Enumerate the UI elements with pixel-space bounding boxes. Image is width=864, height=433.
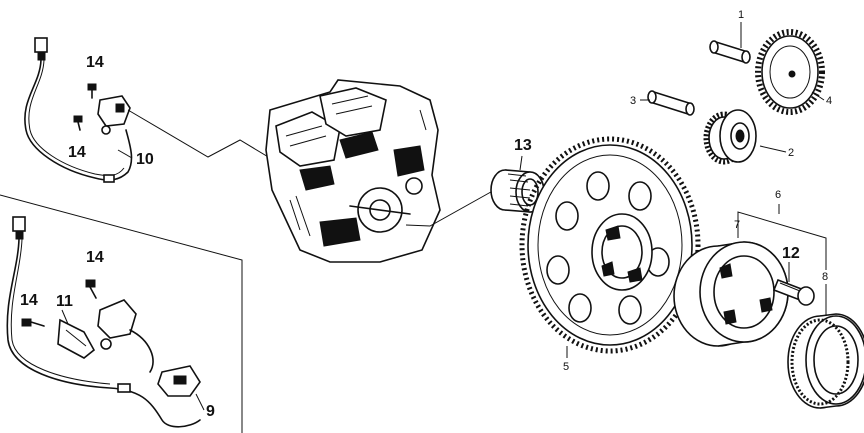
- shaft-pin-icon: [709, 40, 751, 64]
- callout-1: 1: [738, 9, 744, 21]
- callout-8: 8: [822, 271, 828, 283]
- callout-14-lower-a: 14: [86, 249, 104, 266]
- bolt-icon: [21, 279, 97, 327]
- callout-12: 12: [782, 245, 800, 262]
- callout-11: 11: [56, 293, 73, 310]
- leader-4: [811, 91, 825, 101]
- leader-2: [759, 145, 787, 153]
- callout-5: 5: [563, 361, 569, 373]
- leader-9: [195, 393, 205, 411]
- callout-14-lower-b: 14: [20, 292, 38, 309]
- callout-6: 6: [775, 189, 781, 201]
- callout-9: 9: [206, 403, 215, 420]
- gear-icon: [755, 29, 825, 115]
- one-way-clutch: [787, 313, 864, 409]
- callout-14-upper-a: 14: [86, 54, 104, 71]
- bolt-icon: [73, 83, 97, 131]
- callout-10: 10: [136, 151, 154, 168]
- leader-11: [61, 309, 69, 325]
- leader-13: [519, 155, 523, 171]
- gear-icon: [703, 109, 757, 165]
- leader-sensor-engine: [127, 109, 291, 171]
- variant-box-border: [0, 194, 243, 433]
- engine-block-icon: [265, 79, 441, 263]
- gear-icon: [519, 136, 701, 354]
- starter-clutch-outer: [673, 241, 789, 347]
- shaft-pin-icon: [647, 90, 695, 116]
- leader-6-bracket: [737, 211, 827, 270]
- callout-4: 4: [826, 95, 832, 107]
- callout-14-upper-b: 14: [68, 144, 86, 161]
- bolt-icon: [772, 278, 815, 306]
- callout-2: 2: [788, 147, 794, 159]
- leader-engine-bearing: [405, 187, 499, 227]
- leader-10: [117, 149, 133, 159]
- callout-3: 3: [630, 95, 636, 107]
- needle-bearing-icon: [490, 169, 545, 213]
- pulse-generator-upper: [24, 37, 133, 183]
- callout-7: 7: [734, 219, 740, 231]
- callout-13: 13: [514, 137, 532, 154]
- pulse-generator-lower: [6, 216, 201, 428]
